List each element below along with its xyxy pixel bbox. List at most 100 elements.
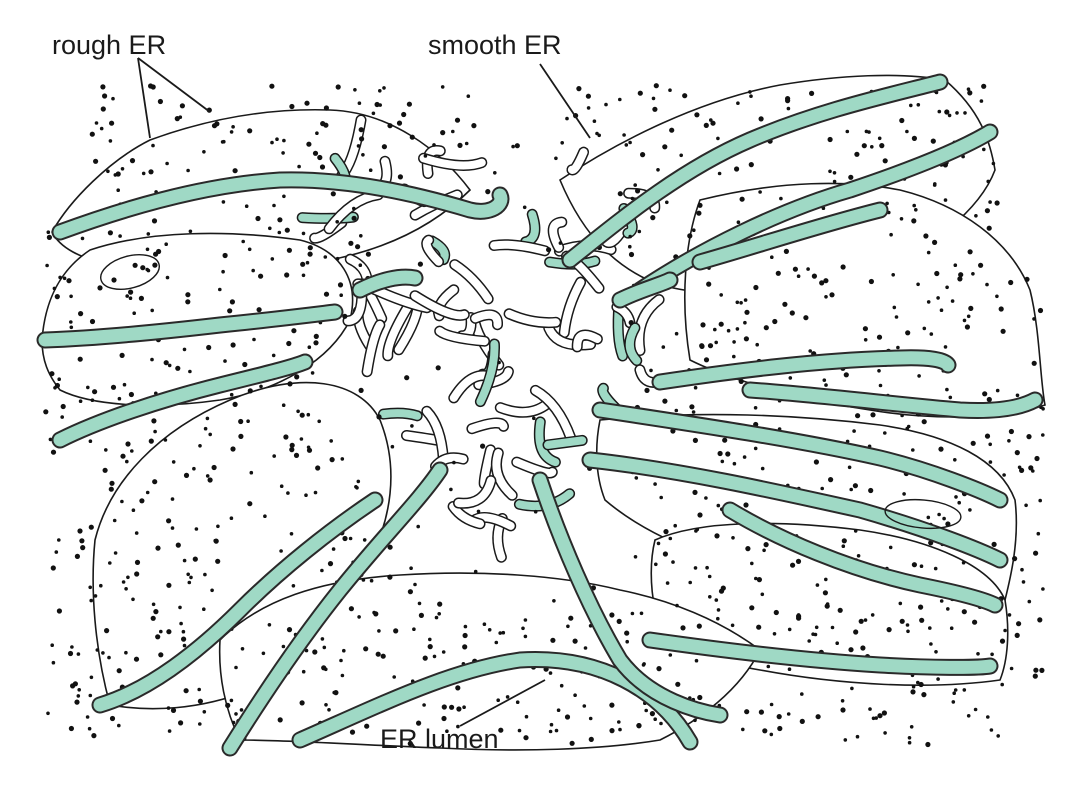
ribosome-dot [1012,556,1018,562]
ribosome-dot [841,544,846,548]
ribosome-dot [735,300,740,305]
ribosome-dot [822,590,829,596]
ribosome-dot [279,549,283,553]
ribosome-dot [330,191,336,197]
ribosome-dot [211,464,217,471]
ribosome-dot [437,612,442,616]
ribosome-dot [471,123,477,129]
ribosome-dot [240,647,245,651]
ribosome-dot [811,273,818,279]
ribosome-dot [772,318,778,325]
ribosome-dot [917,374,921,378]
ribosome-dot [634,476,639,480]
ribosome-dot [963,111,967,115]
er-lumen-band [723,503,1002,612]
ribosome-dot [1032,317,1036,321]
ribosome-dot [624,630,630,636]
ribosome-dot [560,141,564,145]
ribosome-dot [659,721,663,726]
ribosome-dot [668,88,672,92]
ribosome-dot [957,500,961,505]
ribosome-dot [422,655,428,661]
ribosome-dot [828,477,834,483]
ribosome-dot [80,236,85,241]
ribosome-dot [706,281,712,287]
ribosome-dot [46,234,53,240]
ribosome-dot [89,598,93,603]
ribosome-dot [230,342,236,348]
ribosome-dot [410,424,414,428]
ribosome-dot [232,168,238,174]
vesicle-right [884,498,962,530]
ribosome-dot [286,491,290,495]
ribosome-dot [244,204,249,208]
ribosome-dot [716,136,720,141]
ribosome-dot [966,314,971,319]
ribosome-dot [300,261,306,267]
ribosome-dot [327,561,334,567]
ribosome-dot [911,448,915,452]
ribosome-dot [640,152,646,158]
smooth-er-tubule [428,237,449,264]
ribosome-dot [514,143,520,149]
ribosome-dot [739,196,745,202]
ribosome-dot [1003,628,1007,633]
ribosome-dot [848,174,854,180]
ribosome-dot [1028,465,1034,471]
ribosome-dot [229,392,234,397]
ribosome-dot [946,607,950,611]
ribosome-dot [741,727,745,732]
ribosome-dot [971,272,975,276]
ribosome-dot [247,501,253,507]
ribosome-dot [549,722,554,727]
ribosome-dot [505,695,510,699]
smooth-er-tubule [480,445,495,488]
ribosome-dot [832,179,837,184]
ribosome-dot [349,729,356,735]
ribosome-dot [120,167,125,171]
ribosome-dot [270,257,275,261]
ribosome-dot [223,359,227,363]
ribosome-dot [749,605,755,611]
ribosome-dot [854,151,860,157]
ribosome-dot [902,492,906,496]
ribosome-dot [1007,439,1011,443]
ribosome-dot [179,621,183,626]
ribosome-dot [404,375,410,381]
ribosome-dot [381,144,387,150]
ribosome-dot [134,571,140,577]
ribosome-dot [175,365,181,371]
ribosome-dot [409,566,413,570]
ribosome-dot [342,648,346,653]
ribosome-dot [1014,632,1020,639]
ribosome-dot [877,713,883,719]
ribosome-dot [949,626,954,630]
ribosome-dot [60,403,66,410]
ribosome-dot [181,636,187,642]
ribosome-dot [246,419,250,424]
ribosome-dot [907,740,912,745]
ribosome-dot [795,558,802,565]
ribosome-dot [263,514,267,518]
ribosome-dot [932,239,938,245]
ribosome-dot [284,227,290,233]
ribosome-dot [835,641,839,645]
ribosome-dot [806,267,810,271]
ribosome-dot [617,191,623,197]
ribosome-dot [145,247,150,252]
ribosome-dot [988,200,992,204]
ribosome-dot [268,226,272,231]
ribosome-dot [434,615,439,620]
ribosome-dot [323,255,328,259]
ribosome-dot [335,84,341,90]
ribosome-dot [182,643,187,648]
ribosome-dot [916,103,921,107]
ribosome-dot [743,320,747,325]
ribosome-dot [335,256,340,261]
ribosome-dot [985,282,989,287]
ribosome-dot [772,632,777,636]
ribosome-dot [165,161,169,166]
ribosome-dot [356,144,361,148]
ribosome-dot [710,120,716,126]
ribosome-dot [342,535,348,542]
